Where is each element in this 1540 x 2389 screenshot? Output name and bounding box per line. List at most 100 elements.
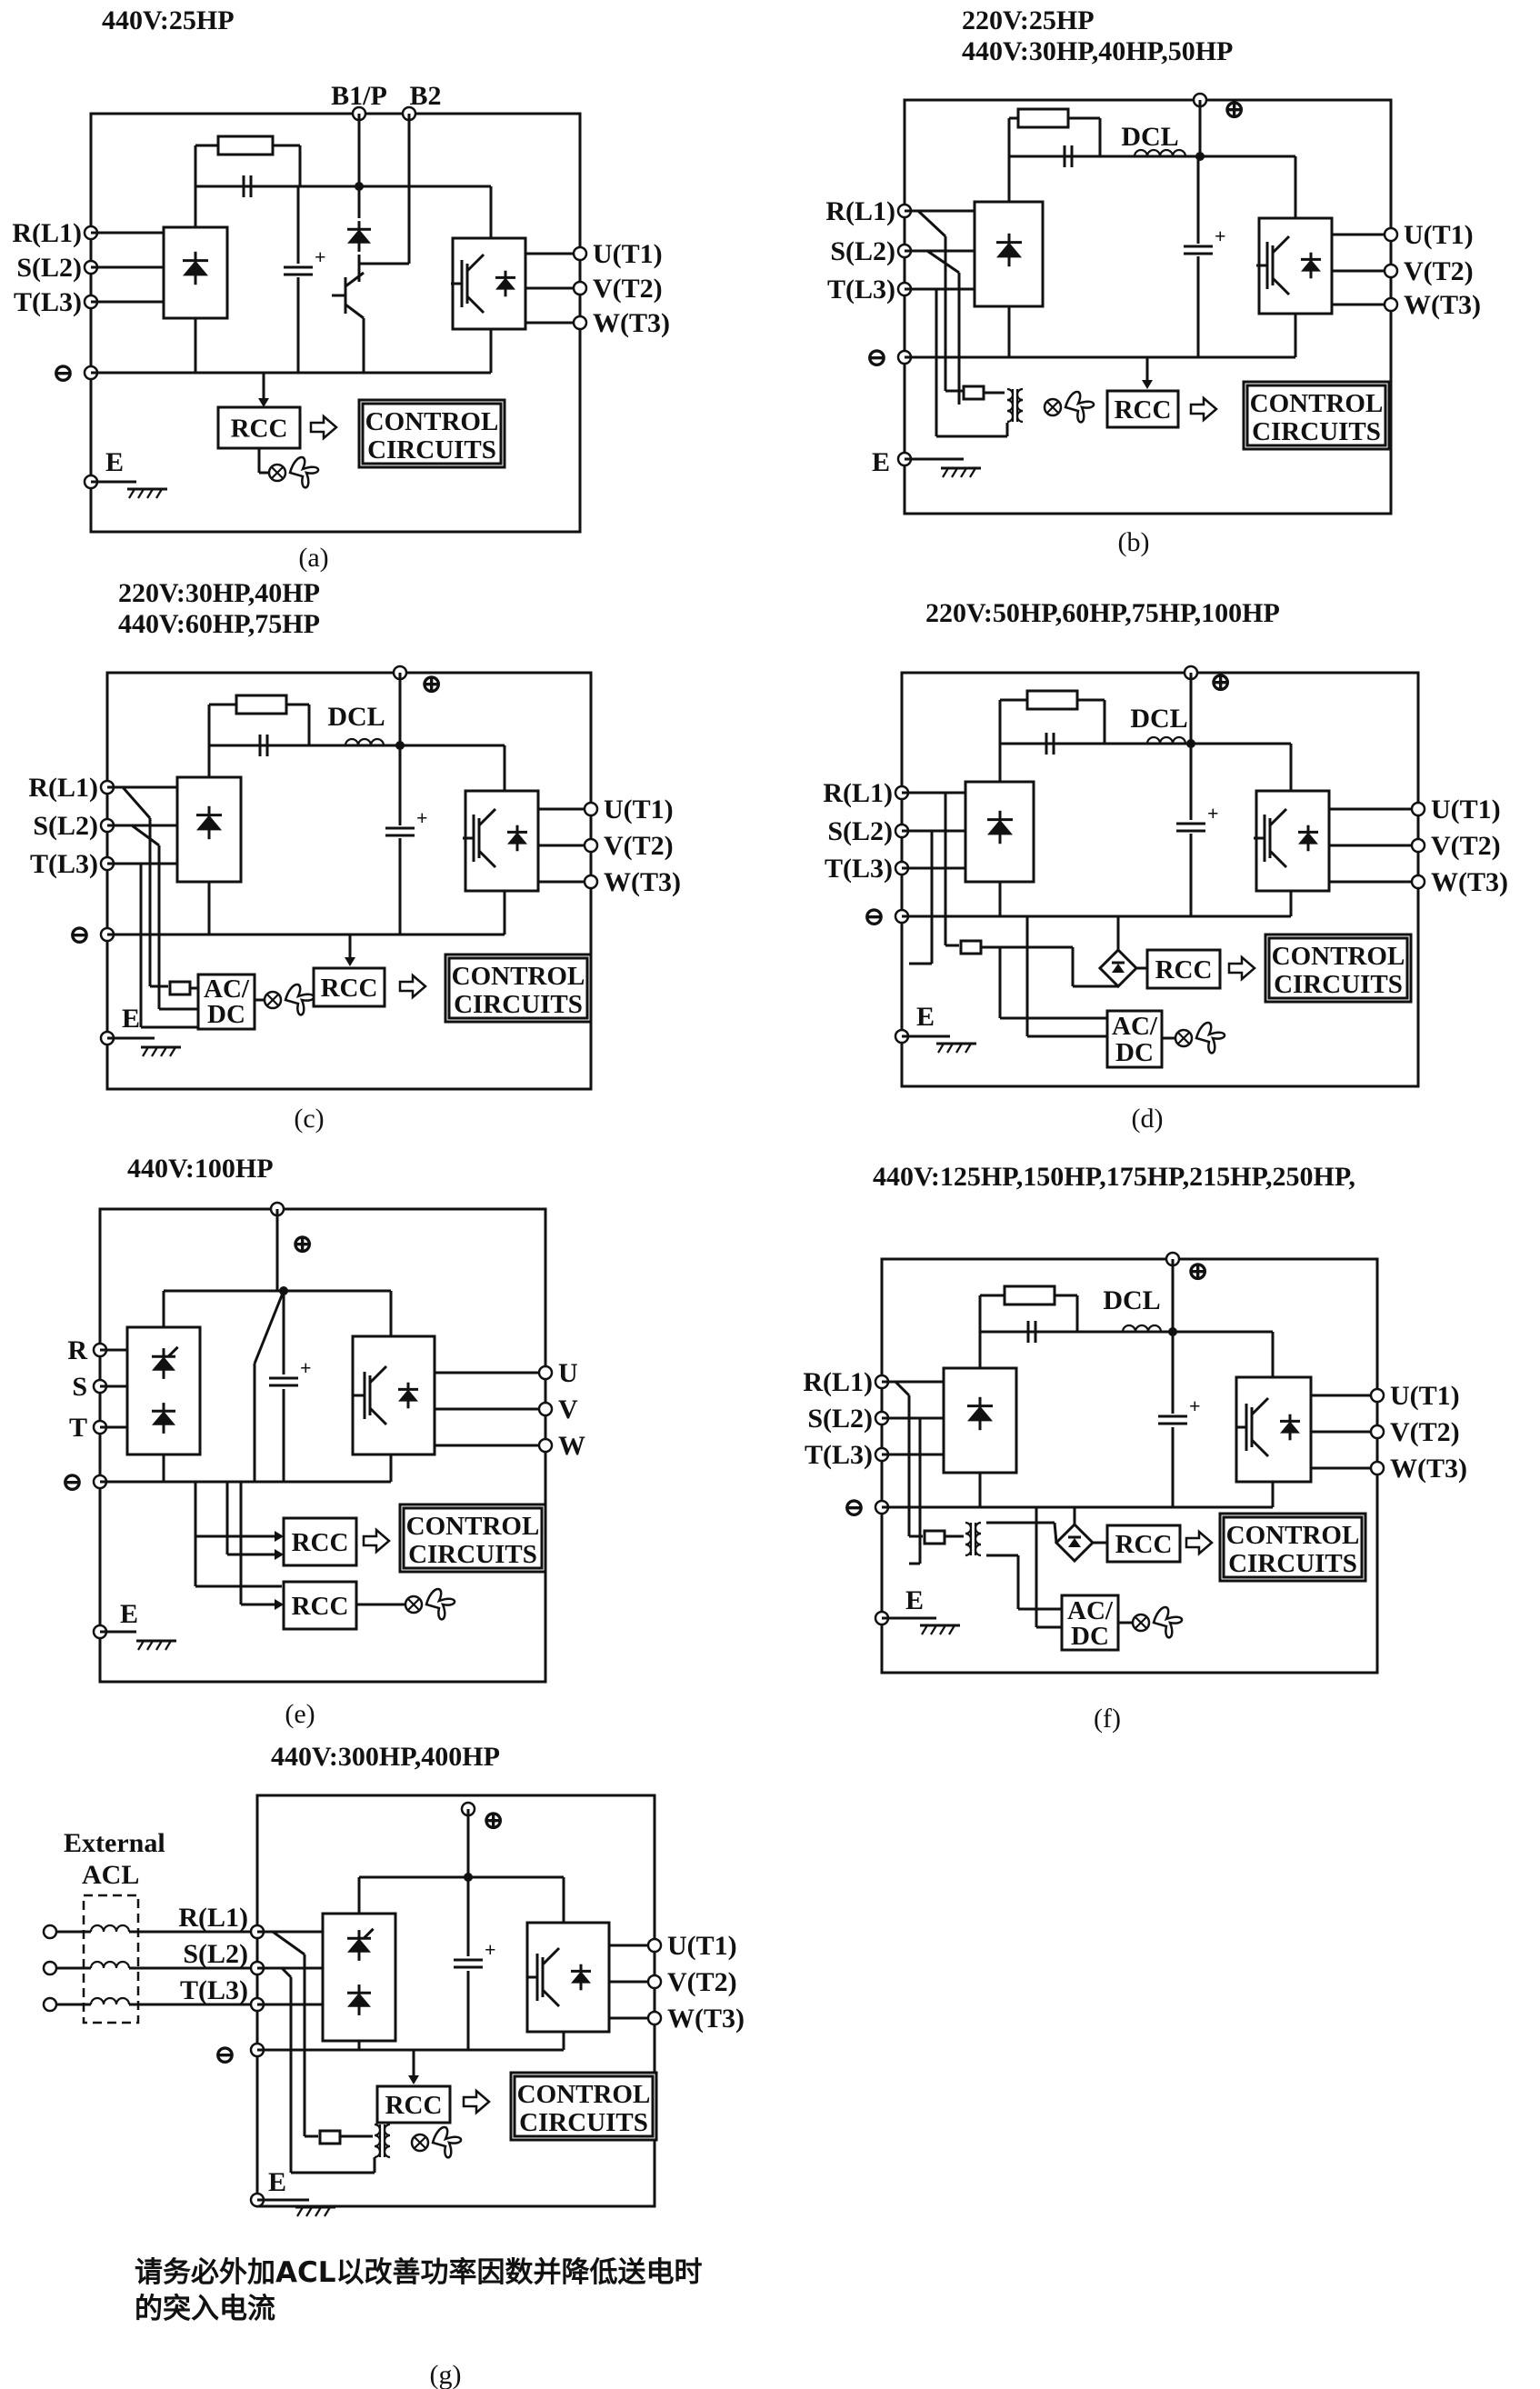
diagram-caption: (d) xyxy=(1132,1104,1164,1134)
input-terminal-label: R(L1) xyxy=(12,218,82,248)
terminal xyxy=(537,1401,554,1417)
hollow-arrow-icon xyxy=(398,973,427,1000)
rcc-box-fan xyxy=(282,1580,358,1631)
terminal xyxy=(583,837,599,854)
input-terminal-label: S(L2) xyxy=(16,253,82,283)
rating-header: 440V:25HP xyxy=(102,5,235,35)
capacitor-icon xyxy=(242,175,253,197)
relay-coil-icon xyxy=(318,2129,342,2145)
input-terminal-label: R xyxy=(67,1335,87,1365)
output-terminal-label: V(T2) xyxy=(667,1967,737,1997)
brake-terminal-label: B2 xyxy=(409,81,441,111)
earth-label: E xyxy=(122,1004,140,1034)
fan-icon xyxy=(267,455,320,489)
igbt-icon xyxy=(1256,235,1321,296)
dc-plus-label: ⊕ xyxy=(420,669,443,699)
ground-icon xyxy=(136,1639,176,1651)
rcc-box-label: RCC xyxy=(385,2091,443,2120)
dcl-label: DCL xyxy=(1121,122,1178,152)
diode-icon xyxy=(1301,252,1321,279)
inverter-block xyxy=(464,789,540,893)
resistor-icon xyxy=(1016,107,1070,129)
capacitor-icon xyxy=(1045,733,1055,755)
rcc-box xyxy=(1105,389,1180,429)
rating-header: 440V:125HP,150HP,175HP,215HP,250HP, xyxy=(873,1162,1355,1192)
terminal xyxy=(1369,1387,1385,1404)
terminal xyxy=(1369,1424,1385,1440)
external-acl-box xyxy=(82,1894,140,2024)
note-text: 请务必外加ACL以改善功率因数并降低送电时 xyxy=(135,2256,703,2289)
transformer-icon xyxy=(965,1521,982,1557)
resistor-icon xyxy=(1025,689,1079,711)
circuits-label: CIRCUITS xyxy=(408,1540,537,1569)
earth-label: E xyxy=(268,2167,286,2197)
transformer-icon xyxy=(374,2123,391,2159)
terminal xyxy=(646,1974,663,1990)
bridge-rectifier-icon xyxy=(1097,947,1139,989)
dc-plus-label: ⊕ xyxy=(482,1805,505,1835)
igbt-icon xyxy=(463,807,527,869)
diagram-c: 220V:30HP,40HP440V:60HP,75HP(c)⊕R(L1)S(L… xyxy=(28,578,681,1134)
external-acl-label: ACL xyxy=(82,1860,139,1890)
capacitor-icon xyxy=(1063,145,1074,167)
rating-header: 440V:300HP,400HP xyxy=(271,1742,500,1772)
terminal xyxy=(42,1996,58,2013)
circuits-label: CIRCUITS xyxy=(519,2108,648,2137)
capacitor-icon: + xyxy=(269,1356,312,1387)
dc-minus-label: ⊖ xyxy=(68,920,91,950)
output-terminal-label: U xyxy=(558,1358,578,1388)
diagram-g: 440V:300HP,400HP(g)ExternalACL⊕R(L1)S(L2… xyxy=(42,1742,745,2389)
input-terminal-label: S(L2) xyxy=(830,236,895,266)
hollow-arrow-icon xyxy=(362,1527,391,1554)
output-terminal-label: W(T3) xyxy=(667,2004,745,2034)
capacitor-icon: + xyxy=(454,1938,496,1969)
acdc-label: DC xyxy=(207,1000,245,1029)
input-terminal-label: T(L3) xyxy=(805,1440,873,1470)
diode-icon xyxy=(183,251,208,285)
svg-text:+: + xyxy=(1189,1394,1201,1417)
svg-text:+: + xyxy=(1215,225,1226,247)
dc-plus-label: ⊕ xyxy=(1223,95,1245,125)
diagram-d: 220V:50HP,60HP,75HP,100HP(d)⊕R(L1)S(L2)T… xyxy=(823,598,1508,1134)
capacitor-icon xyxy=(258,735,269,756)
inverter-block xyxy=(351,1334,436,1456)
diode-icon xyxy=(495,270,515,297)
input-terminal-label: T(L3) xyxy=(180,1975,248,2005)
capacitor-icon xyxy=(1026,1321,1037,1343)
output-terminal-label: V xyxy=(558,1394,578,1424)
dcl-label: DCL xyxy=(1103,1285,1160,1315)
diode-icon xyxy=(152,1403,175,1434)
input-terminal-label: S(L2) xyxy=(33,811,98,841)
circuits-label: CIRCUITS xyxy=(367,435,496,465)
diode-icon xyxy=(967,1396,993,1431)
output-terminal-label: V(T2) xyxy=(593,274,663,304)
input-terminal-label: S xyxy=(72,1372,87,1402)
output-terminal-label: W(T3) xyxy=(1431,867,1508,897)
output-terminal-label: U(T1) xyxy=(1390,1381,1460,1411)
circuits-label: CIRCUITS xyxy=(1228,1549,1357,1578)
terminal xyxy=(1383,226,1399,243)
rcc-box-label: RCC xyxy=(1115,1530,1173,1559)
earth-label: E xyxy=(105,447,124,477)
control-label: CONTROL xyxy=(1226,1521,1360,1550)
circuits-label: CIRCUITS xyxy=(454,990,583,1019)
output-terminal-label: V(T2) xyxy=(1404,256,1474,286)
diode-icon xyxy=(347,1984,371,2015)
diode-icon xyxy=(1298,825,1318,852)
hollow-arrow-icon xyxy=(1185,1529,1214,1556)
diode-icon xyxy=(347,1930,371,1961)
svg-text:+: + xyxy=(315,245,326,268)
external-acl-label: External xyxy=(64,1828,165,1858)
hollow-arrow-icon xyxy=(1189,395,1218,423)
acdc-label: DC xyxy=(1115,1038,1154,1067)
igbt-icon xyxy=(526,1946,591,2008)
output-terminal-label: W(T3) xyxy=(1390,1454,1467,1484)
rcc-box xyxy=(375,2084,452,2124)
input-terminal-label: S(L2) xyxy=(807,1404,873,1434)
diode-icon xyxy=(571,1964,591,1991)
rcc-box-label: RCC xyxy=(321,974,378,1003)
acdc-label: DC xyxy=(1071,1622,1109,1651)
